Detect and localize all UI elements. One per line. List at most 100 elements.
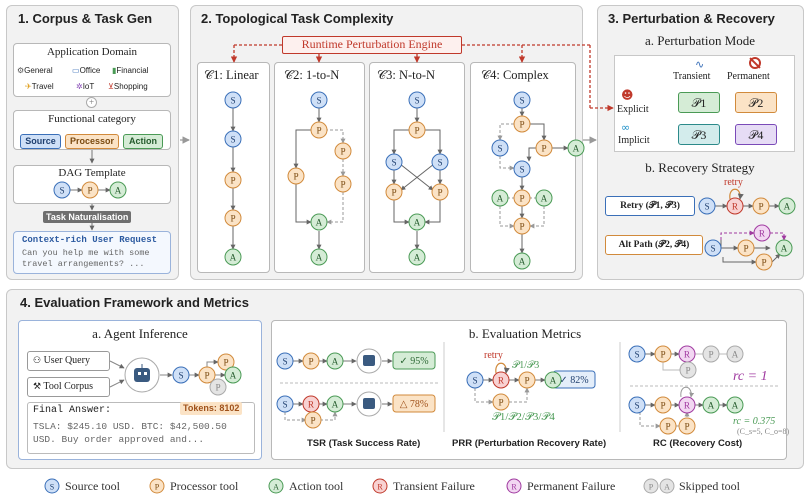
perturbation-mode-title: a. Perturbation Mode <box>644 33 756 48</box>
tool-node-letter: R <box>308 400 315 410</box>
tool-node <box>268 478 284 494</box>
user-request-box <box>13 231 171 274</box>
tool-node <box>513 160 531 178</box>
tool-node <box>53 181 71 199</box>
alt-path-perm-edges <box>720 230 787 241</box>
iot-icon: ✲ <box>76 82 83 91</box>
tool-node <box>492 371 510 389</box>
tool-node-letter: A <box>664 483 670 492</box>
tool-node <box>217 353 235 371</box>
transient-header: Transient <box>673 71 711 82</box>
domain-item-iot: ✲IoT <box>76 82 94 91</box>
tool-node <box>678 396 696 414</box>
tool-node <box>302 352 320 370</box>
tool-node <box>310 248 328 266</box>
tool-node-letter: P <box>223 358 228 368</box>
tool-node-letter: S <box>230 135 235 145</box>
prr-retry-text: retry <box>484 350 503 361</box>
pulse-icon: ∿ <box>695 58 705 71</box>
tsr-warn-badge <box>392 394 436 413</box>
dag-template-title: DAG Template <box>58 167 126 179</box>
tool-node-letter: A <box>519 257 526 267</box>
tool-node-letter: S <box>50 483 54 492</box>
tool-node-letter: R <box>759 229 766 239</box>
rc2-text: rc = 0.375 <box>733 416 775 427</box>
legend-label: Skipped tool <box>679 479 741 493</box>
tool-node-letter: P <box>524 376 529 386</box>
tsr-edges <box>293 358 393 407</box>
tool-node-letter: S <box>519 165 524 175</box>
tool-node-letter: P <box>316 126 321 136</box>
tool-corpus-label: Tool Corpus <box>43 381 93 392</box>
tool-node-letter: P <box>761 258 766 268</box>
general-icon: ⚙ <box>17 66 25 75</box>
c3-edges <box>391 108 443 250</box>
domain-item-office: ▭Office <box>72 66 100 75</box>
tool-node-letter: S <box>437 158 442 168</box>
tool-node-letter: A <box>273 483 279 492</box>
tool-node-letter: S <box>704 202 709 212</box>
source-category: Source <box>20 134 61 149</box>
tool-node <box>628 396 646 414</box>
tool-node-letter: P <box>155 483 160 492</box>
monitor-icon: ▭ <box>72 66 80 75</box>
tool-node <box>326 352 344 370</box>
tool-node <box>149 478 165 494</box>
prr-value-text: ✓ 82% <box>559 375 588 386</box>
domain-label: IoT <box>82 82 95 91</box>
tool-node <box>702 396 720 414</box>
tool-node <box>678 417 696 435</box>
tool-node-letter: S <box>316 96 321 106</box>
tool-node <box>276 395 294 413</box>
prohibited-icon <box>749 57 761 69</box>
tool-node <box>778 197 796 215</box>
tool-node-letter: A <box>115 186 122 196</box>
tool-node-letter: P <box>541 144 546 154</box>
runtime-perturbation-engine: Runtime Perturbation Engine <box>282 36 462 54</box>
tool-node <box>466 371 484 389</box>
tsr-pass-text: ✓ 95% <box>399 356 428 367</box>
alt-path-label: Alt Path (𝒫2, 𝒫4) <box>605 235 703 255</box>
final-answer-text-2: USD. Buy order approved and... <box>33 434 205 445</box>
wrench-icon: ⚒ <box>33 382 42 392</box>
tool-node <box>567 139 585 157</box>
tool-node <box>224 248 242 266</box>
tool-node-letter: A <box>550 376 557 386</box>
tool-node-letter: A <box>316 218 323 228</box>
tool-node <box>287 167 305 185</box>
tool-node-letter: P <box>660 401 665 411</box>
agent-inference-title: a. Agent Inference <box>92 326 188 341</box>
tool-node-letter: P <box>230 214 235 224</box>
tool-node <box>698 197 716 215</box>
p2-cell: 𝒫2 <box>735 92 777 113</box>
tool-node <box>535 189 553 207</box>
tool-node <box>513 189 531 207</box>
tool-node <box>224 130 242 148</box>
tool-node <box>659 478 675 494</box>
explicit-label: Explicit <box>617 104 649 115</box>
tool-node-letter: A <box>708 401 715 411</box>
tool-node <box>372 478 388 494</box>
tool-node <box>755 253 773 271</box>
domain-label: Travel <box>31 82 54 91</box>
tool-node <box>198 366 216 384</box>
recovery-strategy-title: b. Recovery Strategy <box>645 160 755 175</box>
legend-label: Transient Failure <box>393 479 475 493</box>
tool-node-letter: P <box>87 186 92 196</box>
tool-node <box>224 366 242 384</box>
tool-node <box>659 417 677 435</box>
tool-node <box>513 217 531 235</box>
tool-node-letter: A <box>784 202 791 212</box>
tool-node <box>276 352 294 370</box>
tool-node <box>310 121 328 139</box>
tool-node-letter: P <box>498 398 503 408</box>
c2-edges <box>293 108 322 250</box>
legend-label: Action tool <box>289 479 344 493</box>
tool-node <box>385 183 403 201</box>
tool-node <box>109 181 127 199</box>
tool-node-letter: A <box>497 194 504 204</box>
tool-node-letter: A <box>332 357 339 367</box>
tool-node <box>224 171 242 189</box>
domain-label: General <box>24 66 53 75</box>
